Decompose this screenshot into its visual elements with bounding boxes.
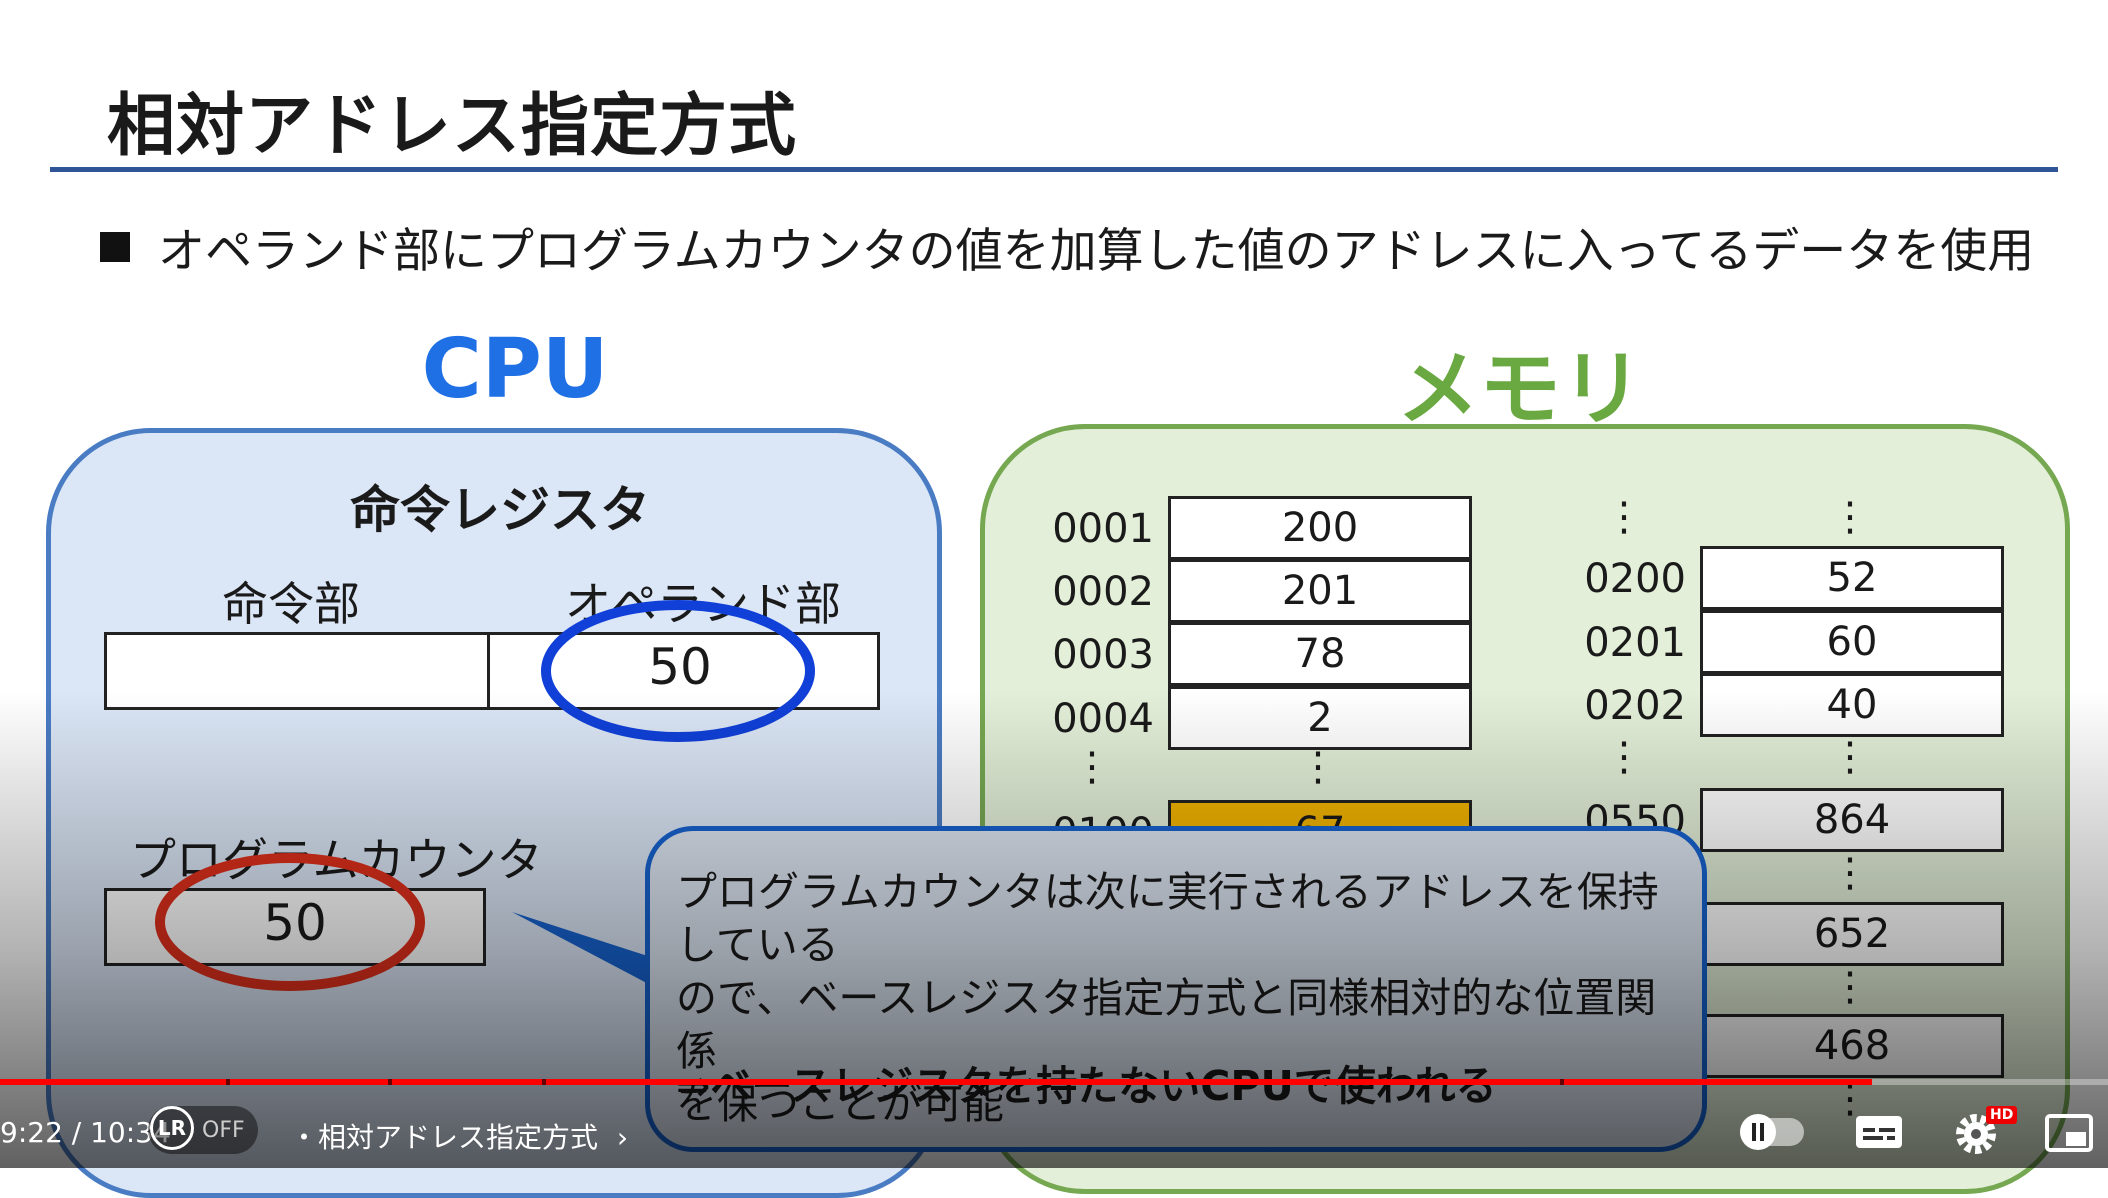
lr-icon[interactable]: LR <box>150 1106 194 1150</box>
chapter-marker <box>1560 1079 1564 1085</box>
memory-address: 0201 <box>1584 620 1686 666</box>
bullet-text: オペランド部にプログラムカウンタの値を加算した値のアドレスに入ってるデータを使用 <box>158 224 2035 279</box>
opcode-label: 命令部 <box>222 577 360 631</box>
memory-address: 0001 <box>1052 506 1154 552</box>
chapter-marker <box>388 1079 392 1085</box>
callout-line: プログラムカウンタは次に実行されるアドレスを保持している <box>676 868 1659 969</box>
lr-state: OFF <box>202 1118 245 1143</box>
progress-played <box>0 1079 1872 1085</box>
memory-address: 0003 <box>1052 632 1154 678</box>
register-divider <box>487 632 490 710</box>
miniplayer-icon[interactable] <box>2044 1112 2094 1154</box>
operand-value: 50 <box>648 638 712 696</box>
chapter-title-button[interactable]: ・相対アドレス指定方式 › <box>290 1116 628 1156</box>
slide-title: 相対アドレス指定方式 <box>107 87 798 166</box>
memory-cell: 200 <box>1168 496 1472 560</box>
chapter-marker <box>542 1079 546 1085</box>
memory-cell: 201 <box>1168 559 1472 623</box>
memory-cell: 60 <box>1700 610 2004 674</box>
instruction-register-title: 命令レジスタ <box>350 481 650 539</box>
operand-highlight-circle <box>541 600 815 742</box>
memory-address: 0002 <box>1052 569 1154 615</box>
chapter-title: ・相対アドレス指定方式 <box>290 1121 599 1154</box>
autoplay-toggle[interactable] <box>1736 1110 1808 1154</box>
memory-label: メモリ <box>1396 342 1643 437</box>
title-rule <box>50 167 2058 172</box>
subtitles-icon[interactable] <box>1854 1112 1904 1152</box>
cpu-label: CPU <box>421 322 609 417</box>
memory-address: 0200 <box>1584 556 1686 602</box>
memory-cell: 78 <box>1168 622 1472 686</box>
settings-gear-icon[interactable] <box>1952 1106 2008 1158</box>
bullet-point: オペランド部にプログラムカウンタの値を加算した値のアドレスに入ってるデータを使用 <box>100 212 2034 281</box>
hd-badge: HD <box>1986 1106 2018 1124</box>
memory-cell: 52 <box>1700 546 2004 610</box>
chapter-marker <box>226 1079 230 1085</box>
callout-pointer <box>512 912 660 990</box>
program-counter-highlight-circle <box>155 853 425 991</box>
time-display: 9:22 / 10:34 <box>0 1116 171 1149</box>
chevron-right-icon: › <box>616 1121 629 1154</box>
bullet-square-icon <box>100 231 130 262</box>
